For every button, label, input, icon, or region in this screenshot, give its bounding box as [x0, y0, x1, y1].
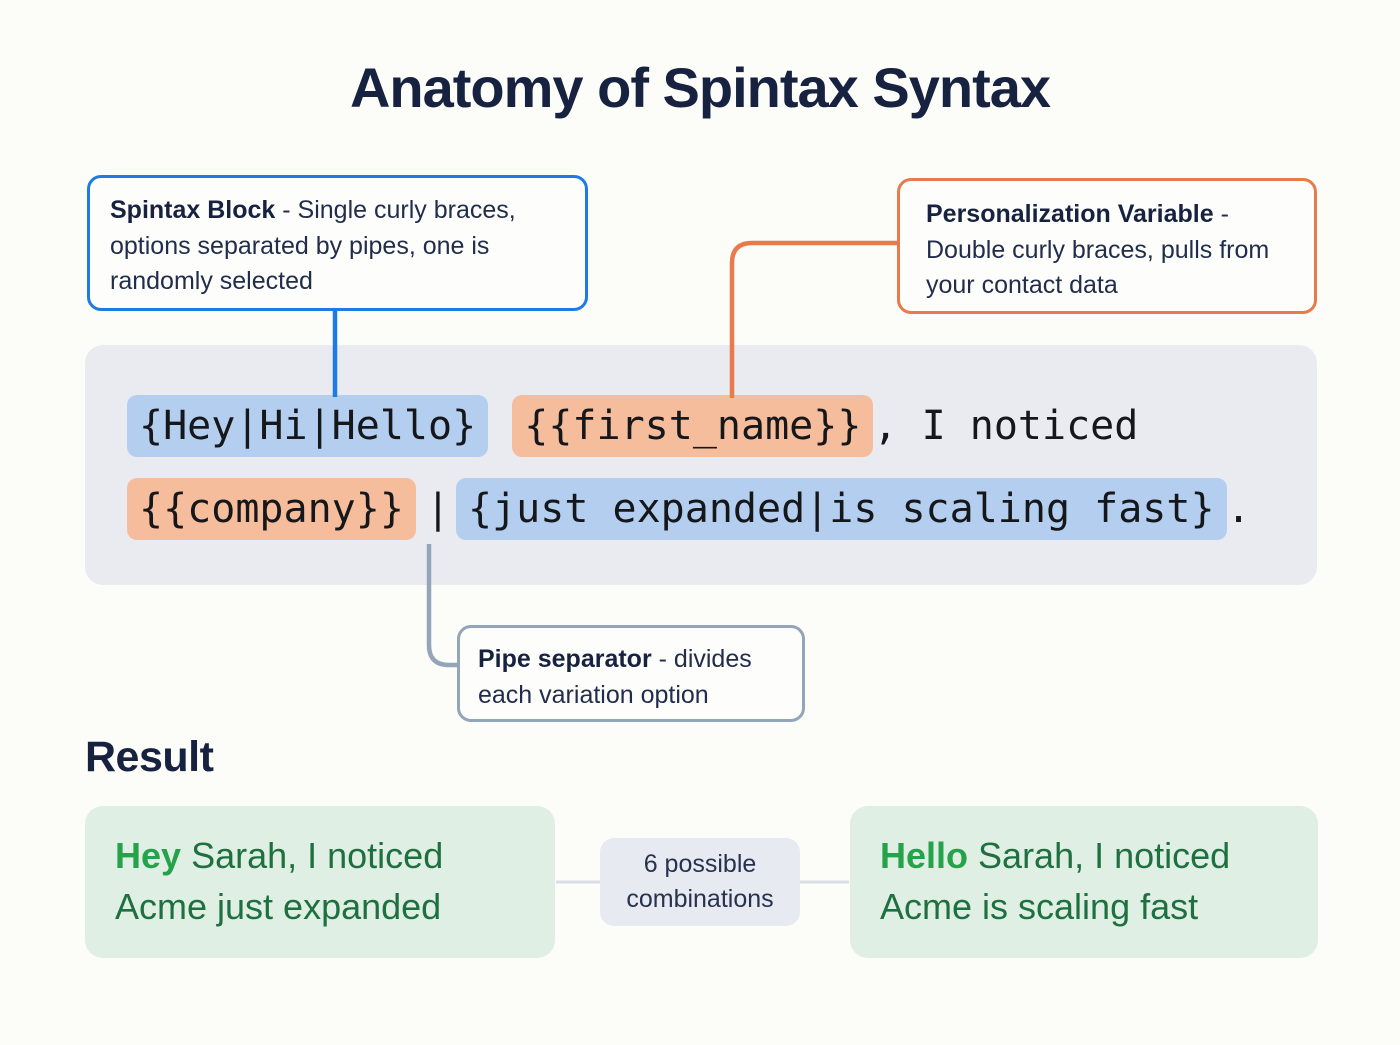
result-rest-line1: Sarah, I noticed — [978, 835, 1231, 876]
result-lead-word: Hello — [880, 835, 969, 876]
callout-term: Personalization Variable — [926, 200, 1214, 228]
code-line-1: {Hey|Hi|Hello} {{first_name}}, I noticed — [127, 395, 1317, 457]
combinations-badge: 6 possible combinations — [600, 838, 800, 926]
personalization-variable-highlight: {{first_name}} — [512, 395, 874, 457]
result-line2: Acme is scaling fast — [880, 886, 1199, 928]
plain-code-text: , I noticed — [873, 403, 1139, 449]
spintax-block-highlight: {Hey|Hi|Hello} — [127, 395, 489, 457]
callout-term: Pipe separator — [478, 645, 652, 673]
personalization-variable-highlight: {{company}} — [127, 478, 416, 540]
result-rest-line1: Sarah, I noticed — [191, 835, 444, 876]
spintax-block-highlight: {just expanded|is scaling fast} — [456, 478, 1227, 540]
callout-spintax-block: Spintax Block - Single curly braces, opt… — [87, 175, 588, 311]
callout-pipe-separator: Pipe separator - divides each variation … — [457, 625, 805, 722]
page-title: Anatomy of Spintax Syntax — [349, 56, 1051, 119]
result-lead-word: Hey — [115, 835, 182, 876]
result-line2: Acme just expanded — [115, 886, 442, 928]
plain-code-text: . — [1226, 486, 1251, 532]
callout-personalization-variable: Personalization Variable - Double curly … — [897, 178, 1317, 314]
callout-description: - divides each variation option — [478, 645, 752, 709]
callout-term: Spintax Block — [110, 196, 276, 224]
callout-description: - Double curly braces, pulls from your c… — [926, 200, 1270, 299]
callout-description: - Single curly braces, options separated… — [110, 196, 516, 295]
spintax-code-block: {Hey|Hi|Hello} {{first_name}}, I noticed… — [85, 345, 1317, 585]
result-heading: Result — [85, 733, 214, 781]
code-line-2: {{company}}|{just expanded|is scaling fa… — [127, 478, 1317, 540]
pipe-character: | — [425, 486, 450, 532]
